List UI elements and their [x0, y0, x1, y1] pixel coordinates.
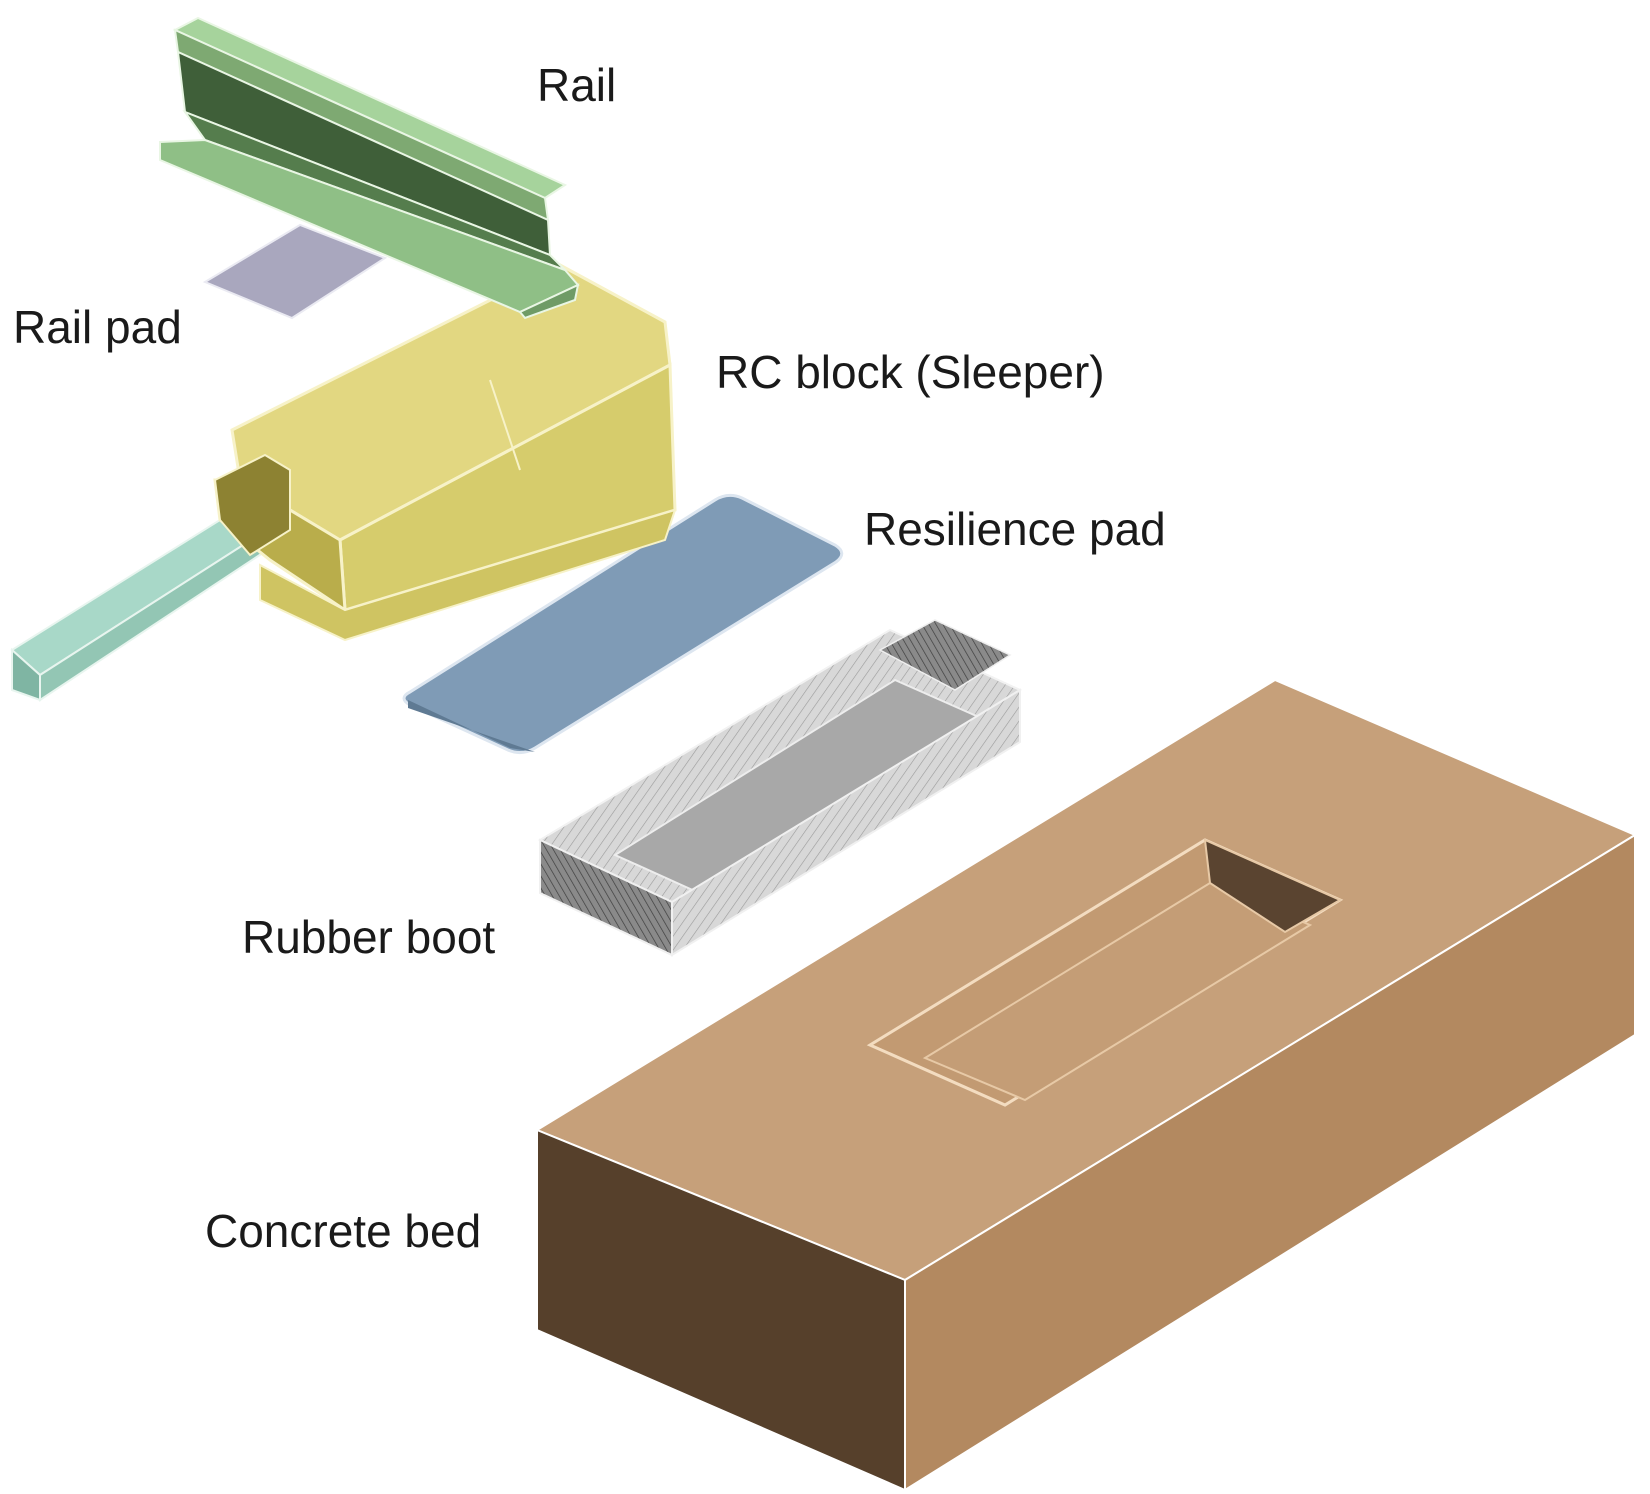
rubber-boot-shape [537, 619, 1023, 957]
rail-pad-shape [202, 223, 388, 320]
label-concrete-bed: Concrete bed [205, 1205, 481, 1257]
resilience-pad-shape [402, 493, 844, 755]
concrete-bed-shape [534, 678, 1638, 1492]
label-rubber-boot: Rubber boot [242, 911, 495, 963]
rail-upper-segment [159, 16, 580, 320]
label-rail: Rail [537, 59, 616, 111]
label-resilience-pad: Resilience pad [864, 503, 1166, 555]
rail-lower-segment [10, 493, 292, 702]
label-rc-block: RC block (Sleeper) [716, 346, 1105, 398]
label-rail-pad: Rail pad [13, 301, 182, 353]
rc-block-shape [213, 263, 677, 642]
